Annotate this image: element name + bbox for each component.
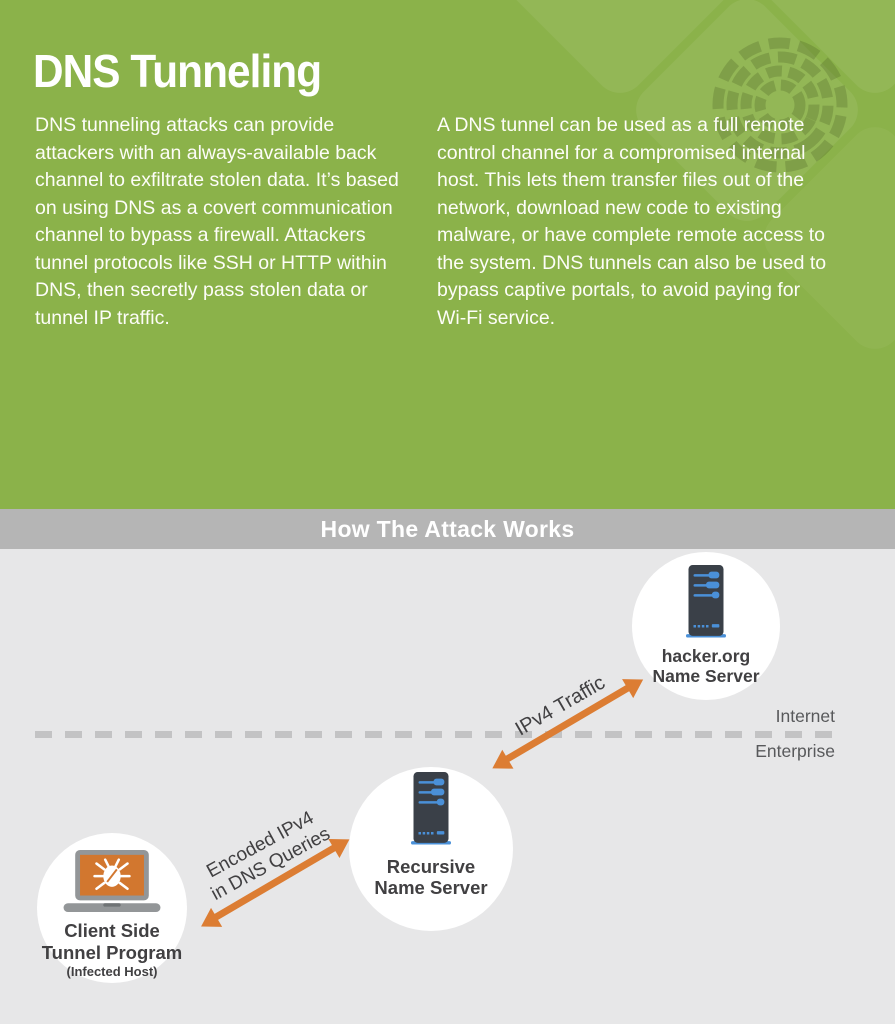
node-label: Client Side [64, 920, 160, 941]
zone-label-internet: Internet [775, 706, 835, 726]
page-title: DNS Tunneling [33, 45, 322, 97]
node-label: Recursive [386, 856, 476, 877]
server-icon [686, 565, 726, 638]
node-recursive-name-server: Recursive Name Server [349, 767, 513, 931]
zone-label-enterprise: Enterprise [755, 741, 835, 761]
node-label: hacker.org [661, 646, 751, 666]
server-icon [411, 772, 451, 845]
boundary-dashed-line [35, 731, 834, 738]
node-label: Tunnel Program [41, 941, 183, 963]
section-banner: How The Attack Works [0, 509, 895, 549]
bug-icon [93, 858, 131, 891]
node-label: Name Server [652, 666, 760, 686]
node-label: Name Server [374, 877, 488, 898]
node-hacker-name-server: hacker.org Name Server [632, 552, 780, 700]
node-sublabel: (Infected Host) [66, 964, 158, 979]
infected-laptop-icon [63, 850, 161, 912]
attack-diagram: Internet Enterprise IPv4 Traffic Encoded… [0, 549, 895, 1024]
brick-ring-logo-icon [712, 37, 848, 173]
intro-paragraph-right: A DNS tunnel can be used as a full remot… [437, 114, 827, 329]
intro-paragraph-left: DNS tunneling attacks can provide attack… [35, 114, 399, 329]
header-section: DNS Tunneling DNS tunneling attacks can … [0, 0, 895, 509]
node-client-tunnel-program: Client Side Tunnel Program (Infected Hos… [37, 833, 187, 983]
section-banner-title: How The Attack Works [320, 515, 575, 542]
